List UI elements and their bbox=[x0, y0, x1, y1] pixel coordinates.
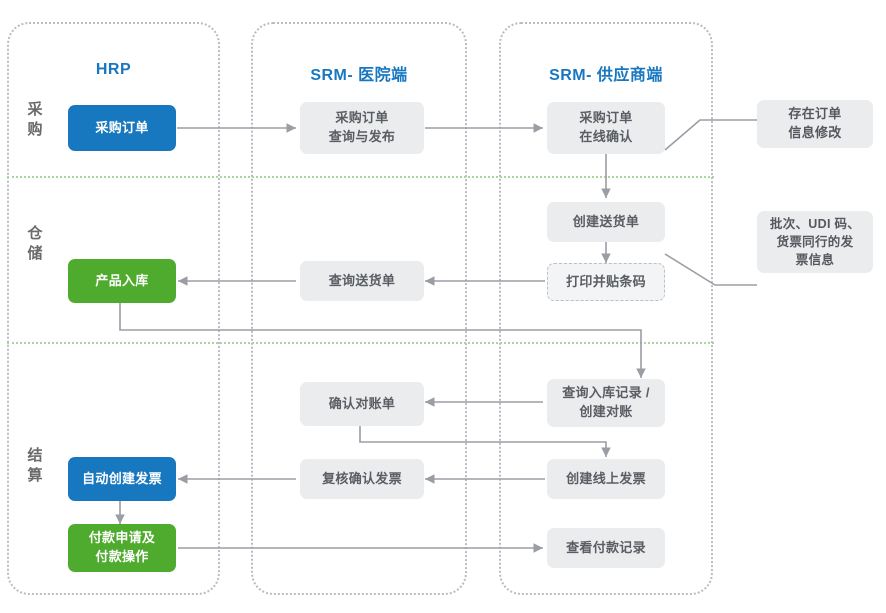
row-label-storage: 仓 储 bbox=[20, 224, 50, 265]
node-confirm-statement[interactable]: 确认对账单 bbox=[300, 382, 424, 426]
node-create-online-invoice[interactable]: 创建线上发票 bbox=[547, 459, 665, 499]
row-label-storage-char-1: 仓 bbox=[27, 225, 43, 242]
row-label-settle-char-1: 结 bbox=[27, 447, 43, 464]
row-label-settle-char-2: 算 bbox=[27, 467, 43, 485]
node-view-payment-record[interactable]: 查看付款记录 bbox=[547, 528, 665, 568]
row-label-storage-char-2: 储 bbox=[27, 245, 43, 263]
column-title-srm-supplier: SRM- 供应商端 bbox=[549, 67, 663, 84]
node-query-inbound-record[interactable]: 查询入库记录 / 创建对账 bbox=[547, 379, 665, 427]
note-order-change: 存在订单 信息修改 bbox=[757, 100, 873, 148]
row-divider-storage-settle bbox=[7, 342, 714, 344]
node-query-delivery-note[interactable]: 查询送货单 bbox=[300, 261, 424, 301]
row-label-settle: 结 算 bbox=[20, 446, 50, 487]
node-review-confirm-invoice[interactable]: 复核确认发票 bbox=[300, 459, 424, 499]
node-auto-create-invoice[interactable]: 自动创建发票 bbox=[68, 457, 176, 501]
column-title-hrp: HRP bbox=[95, 61, 132, 78]
row-label-purchase-char-1: 采 bbox=[27, 101, 43, 118]
node-product-inbound[interactable]: 产品入库 bbox=[68, 259, 176, 303]
column-title-srm-hospital: SRM- 医院端 bbox=[310, 67, 408, 84]
node-create-delivery-note[interactable]: 创建送货单 bbox=[547, 202, 665, 242]
row-label-purchase-char-2: 购 bbox=[27, 121, 43, 139]
row-divider-purchase-storage bbox=[7, 176, 714, 178]
node-po-online-confirm[interactable]: 采购订单 在线确认 bbox=[547, 102, 665, 154]
row-label-purchase: 采 购 bbox=[20, 100, 50, 141]
node-print-barcode[interactable]: 打印并贴条码 bbox=[547, 263, 665, 301]
note-batch-udi: 批次、UDI 码、 货票同行的发 票信息 bbox=[757, 211, 873, 273]
node-purchase-order[interactable]: 采购订单 bbox=[68, 105, 176, 151]
node-po-query-publish[interactable]: 采购订单 查询与发布 bbox=[300, 102, 424, 154]
node-payment-request[interactable]: 付款申请及 付款操作 bbox=[68, 524, 176, 572]
